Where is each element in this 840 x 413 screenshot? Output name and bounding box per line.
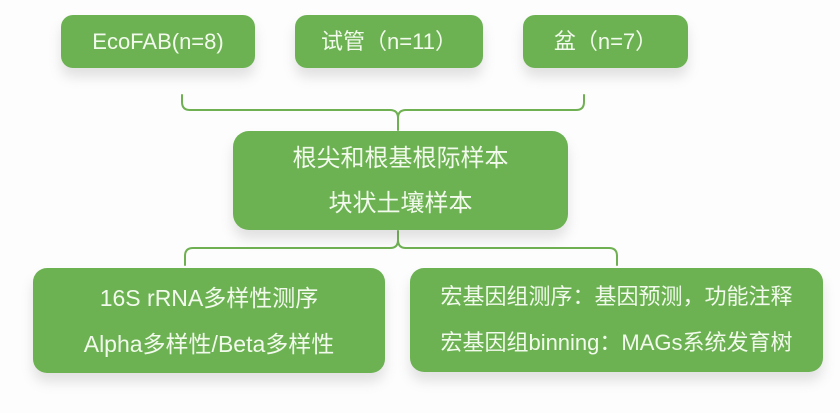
node-metagenome: 宏基因组测序：基因预测，功能注释 宏基因组binning：MAGs系统发育树 xyxy=(410,268,823,372)
node-pot-label: 盆（n=7） xyxy=(553,29,658,54)
node-16s-diversity: 16S rRNA多样性测序 Alpha多样性/Beta多样性 xyxy=(33,268,385,373)
bottom-brace-connector xyxy=(184,230,618,266)
node-samples: 根尖和根基根际样本 块状土壤样本 xyxy=(233,131,568,230)
node-test-tube: 试管（n=11） xyxy=(295,15,483,68)
node-metagenome-line2: 宏基因组binning：MAGs系统发育树 xyxy=(440,330,793,355)
node-ecofab: EcoFAB(n=8) xyxy=(61,15,255,68)
node-16s-diversity-line1: 16S rRNA多样性测序 xyxy=(99,284,319,311)
top-brace-connector xyxy=(181,94,585,131)
node-metagenome-line1: 宏基因组测序：基因预测，功能注释 xyxy=(440,284,793,309)
node-samples-line2: 块状土壤样本 xyxy=(328,189,473,217)
node-test-tube-label: 试管（n=11） xyxy=(321,29,457,54)
node-16s-diversity-line2: Alpha多样性/Beta多样性 xyxy=(83,330,335,357)
node-pot: 盆（n=7） xyxy=(523,15,688,68)
node-samples-line1: 根尖和根基根际样本 xyxy=(292,144,509,172)
node-ecofab-label: EcoFAB(n=8) xyxy=(92,29,224,54)
